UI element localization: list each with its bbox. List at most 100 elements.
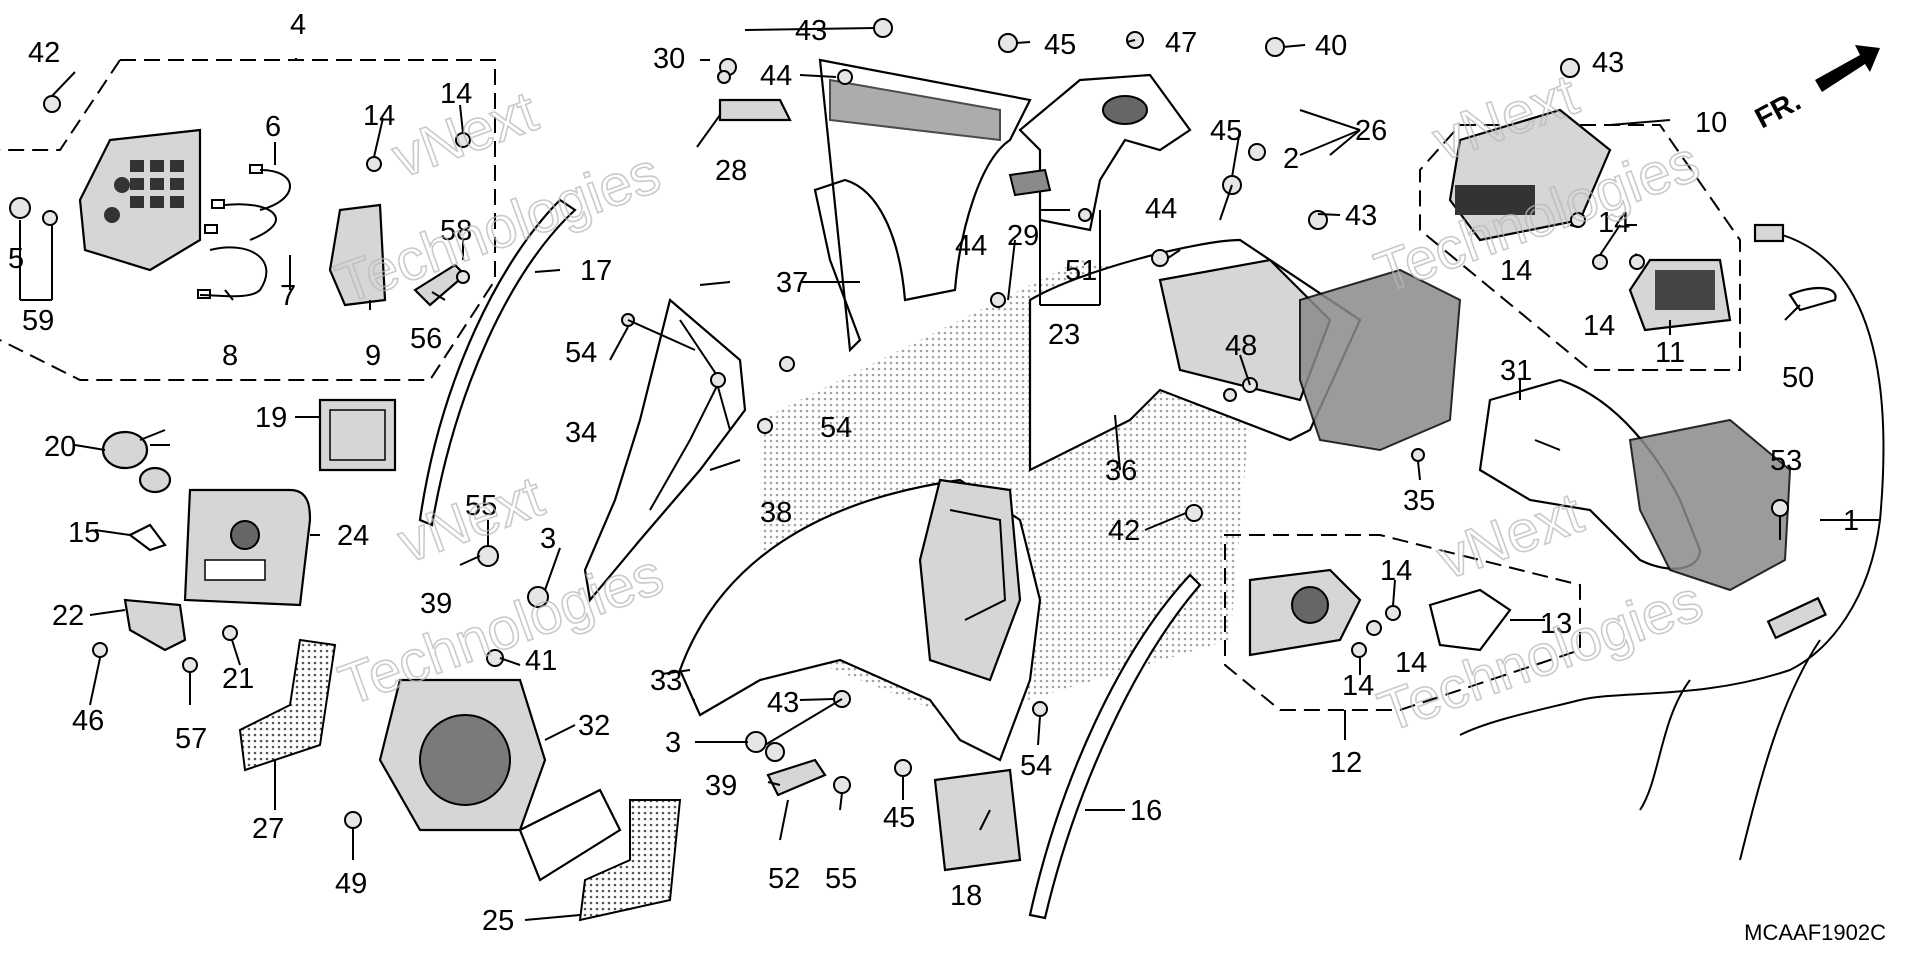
pad-27 xyxy=(238,638,337,772)
callout-3: 3 xyxy=(665,727,681,759)
callout-18: 18 xyxy=(950,880,982,912)
group-box-10 xyxy=(1419,124,1741,371)
svg-text:vNext: vNext xyxy=(390,464,552,576)
key-switch-20 xyxy=(101,429,172,494)
callout-27: 27 xyxy=(252,813,284,845)
callout-58: 58 xyxy=(440,215,472,247)
callout-47: 47 xyxy=(1165,27,1197,59)
callout-29: 29 xyxy=(1007,220,1039,252)
group-box-4 xyxy=(0,59,496,381)
callout-54: 54 xyxy=(1020,750,1052,782)
callout-14: 14 xyxy=(1395,647,1427,679)
callout-7: 7 xyxy=(280,280,296,312)
callout-55: 55 xyxy=(825,863,857,895)
callout-34: 34 xyxy=(565,417,597,449)
callout-14: 14 xyxy=(1500,255,1532,287)
callout-42: 42 xyxy=(28,37,60,69)
callout-42: 42 xyxy=(1108,515,1140,547)
callout-20: 20 xyxy=(44,431,76,463)
callout-9: 9 xyxy=(365,340,381,372)
bracket-22 xyxy=(123,598,187,652)
callout-41: 41 xyxy=(525,645,557,677)
callout-30: 30 xyxy=(653,43,685,75)
callout-50: 50 xyxy=(1782,362,1814,394)
callout-39: 39 xyxy=(420,588,452,620)
callout-14: 14 xyxy=(1380,555,1412,587)
callout-21: 21 xyxy=(222,663,254,695)
callout-45: 45 xyxy=(883,802,915,834)
callout-49: 49 xyxy=(335,868,367,900)
callout-56: 56 xyxy=(410,323,442,355)
vent-19 xyxy=(318,398,397,472)
callout-43: 43 xyxy=(1345,200,1377,232)
callout-17: 17 xyxy=(580,255,612,287)
callout-3: 3 xyxy=(540,523,556,555)
callout-25: 25 xyxy=(482,905,514,937)
callout-44: 44 xyxy=(1145,193,1177,225)
bracket-9 xyxy=(328,203,387,307)
trim-strip-16 xyxy=(1028,573,1202,920)
callout-33: 33 xyxy=(650,665,682,697)
callout-44: 44 xyxy=(760,60,792,92)
front-direction-arrow xyxy=(1815,45,1880,92)
callout-22: 22 xyxy=(52,600,84,632)
callout-14: 14 xyxy=(1583,310,1615,342)
callout-26: 26 xyxy=(1355,115,1387,147)
callout-24: 24 xyxy=(337,520,369,552)
callout-16: 16 xyxy=(1130,795,1162,827)
callout-51: 51 xyxy=(1065,255,1097,287)
callout-14: 14 xyxy=(1598,207,1630,239)
callout-31: 31 xyxy=(1500,355,1532,387)
callout-19: 19 xyxy=(255,402,287,434)
callout-37: 37 xyxy=(776,267,808,299)
clip-15 xyxy=(127,523,167,552)
cover-35 xyxy=(1299,268,1462,452)
callout-38: 38 xyxy=(760,497,792,529)
pad-25 xyxy=(578,799,682,922)
callout-28: 28 xyxy=(715,155,747,187)
callout-57: 57 xyxy=(175,723,207,755)
frame-34 xyxy=(583,298,747,603)
switch-panel xyxy=(78,128,202,272)
pad-29 xyxy=(1008,168,1052,197)
callout-8: 8 xyxy=(222,340,238,372)
callout-13: 13 xyxy=(1540,608,1572,640)
callout-6: 6 xyxy=(265,111,281,143)
callout-52: 52 xyxy=(768,863,800,895)
cover-23 xyxy=(1018,73,1192,232)
callout-59: 59 xyxy=(22,305,54,337)
callout-14: 14 xyxy=(1342,670,1374,702)
callout-45: 45 xyxy=(1044,29,1076,61)
leader-lines xyxy=(19,27,1880,921)
bar-28 xyxy=(718,98,792,122)
callout-35: 35 xyxy=(1403,485,1435,517)
callout-43: 43 xyxy=(1592,47,1624,79)
cable-1 xyxy=(1459,223,1885,861)
vent-18 xyxy=(933,768,1022,872)
callout-23: 23 xyxy=(1048,319,1080,351)
callout-12: 12 xyxy=(1330,747,1362,779)
callout-5: 5 xyxy=(8,243,24,275)
callout-36: 36 xyxy=(1105,455,1137,487)
diagram-code: MCAAF1902C xyxy=(1744,920,1886,945)
wire-harness xyxy=(197,164,291,299)
callout-43: 43 xyxy=(767,687,799,719)
strap-52 xyxy=(766,758,827,797)
callout-15: 15 xyxy=(68,517,100,549)
fasteners xyxy=(9,18,1789,829)
front-direction-label: FR. xyxy=(1750,85,1806,135)
callout-2: 2 xyxy=(1283,143,1299,175)
callout-14: 14 xyxy=(440,78,472,110)
callout-32: 32 xyxy=(578,710,610,742)
callout-54: 54 xyxy=(820,412,852,444)
cover-13 xyxy=(1428,588,1512,652)
callout-54: 54 xyxy=(565,337,597,369)
callout-55: 55 xyxy=(465,490,497,522)
clip-50 xyxy=(1788,286,1837,312)
callout-39: 39 xyxy=(705,770,737,802)
group-box-12 xyxy=(1224,534,1581,711)
callout-14: 14 xyxy=(363,100,395,132)
svg-text:vNext: vNext xyxy=(1429,480,1591,592)
callout-45: 45 xyxy=(1210,115,1242,147)
